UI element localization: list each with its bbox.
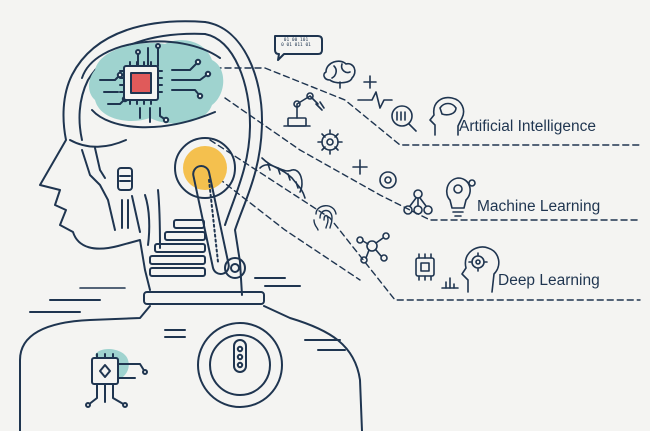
bar-chart-icon (441, 277, 459, 289)
bubble-line-1: 01 00 101 (283, 38, 309, 43)
bubble-line-2: 0 01 011 01 (281, 43, 311, 49)
head-brain-icon (429, 96, 465, 136)
label-artificial-intelligence: Artificial Intelligence (459, 118, 596, 135)
head-gear-icon (461, 246, 500, 293)
vent-grille (149, 219, 301, 287)
connector-lines (194, 67, 641, 301)
speech-bubble-icon (273, 35, 323, 61)
processor-icon (119, 61, 163, 105)
label-machine-learning: Machine Learning (477, 198, 601, 215)
pulse-icon (357, 91, 393, 109)
fingerprint-icon (313, 205, 337, 231)
dna-icon (259, 157, 306, 199)
gear-icon (317, 129, 343, 155)
plus-icon (352, 159, 368, 175)
network-node-icon (356, 232, 390, 264)
magnifier-code-icon (391, 105, 417, 132)
label-deep-learning: Deep Learning (498, 272, 600, 289)
plus-icon (363, 75, 377, 89)
robot-arm-icon (283, 92, 325, 127)
chip-icon (415, 253, 435, 281)
network-tree-icon (403, 189, 433, 215)
target-icon (379, 171, 397, 189)
chest-chip-icon (85, 348, 148, 408)
lightbulb-gears-icon (445, 177, 476, 217)
speech-bubble-text: 01 00 101 0 01 011 01 (279, 38, 313, 48)
brain-icon (323, 60, 356, 89)
robot-torso (19, 291, 363, 431)
